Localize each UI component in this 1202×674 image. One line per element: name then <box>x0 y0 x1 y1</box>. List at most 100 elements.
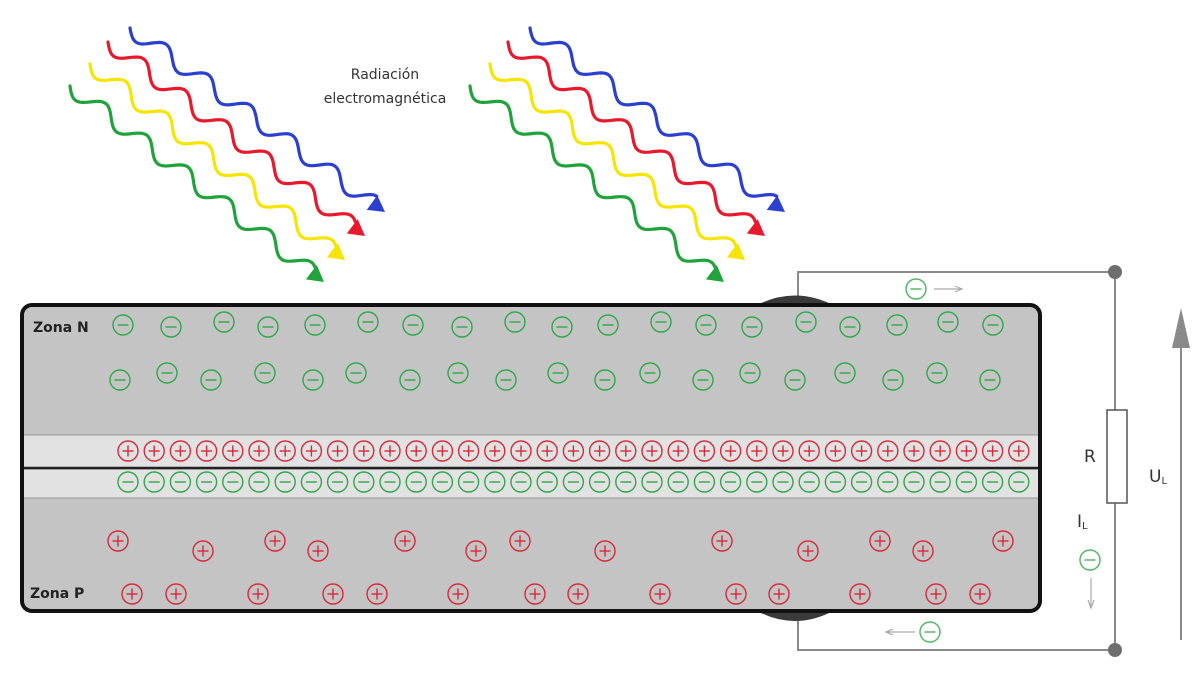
charge-circle <box>692 369 714 391</box>
charge-circle <box>929 440 951 462</box>
hole <box>711 530 733 552</box>
electron <box>839 316 861 338</box>
electron <box>886 314 908 336</box>
electron <box>784 369 806 391</box>
zone-p-label: Zona P <box>30 586 85 602</box>
hole <box>912 540 934 562</box>
electron <box>695 314 717 336</box>
charge-circle <box>509 530 531 552</box>
fixed-positive-ion <box>719 440 742 462</box>
fixed-negative-ion <box>667 471 689 493</box>
fixed-positive-ion <box>746 440 768 462</box>
fixed-negative-ion <box>1008 471 1030 493</box>
electron <box>345 362 367 384</box>
charge-circle <box>746 471 768 493</box>
charge-circle <box>274 471 296 493</box>
fixed-positive-ion <box>300 440 323 462</box>
fixed-positive-ion <box>248 440 270 462</box>
fixed-positive-ion <box>667 440 689 462</box>
radiation-title-line1: Radiación <box>350 67 420 83</box>
fixed-positive-ion <box>798 440 820 462</box>
charge-circle <box>693 440 716 462</box>
charge-circle <box>107 530 129 552</box>
charge-circle <box>641 471 663 493</box>
hole <box>524 583 546 605</box>
red-ray-wave <box>506 40 757 224</box>
electron <box>156 362 178 384</box>
charge-circle <box>222 471 244 493</box>
charge-circle <box>912 540 934 562</box>
charge-circle <box>877 440 899 462</box>
fixed-negative-ion <box>903 471 925 493</box>
charge-circle <box>484 440 506 462</box>
terminal-bottom <box>1108 643 1122 657</box>
fixed-positive-ion <box>484 440 506 462</box>
charge-circle <box>302 369 324 391</box>
charge-circle <box>639 362 661 384</box>
electron <box>551 316 573 338</box>
charge-circle <box>1008 471 1030 493</box>
charge-circle <box>431 440 454 462</box>
charge-circle <box>839 316 861 338</box>
charge-circle <box>300 440 323 462</box>
fixed-negative-ion <box>248 471 270 493</box>
electron <box>926 362 948 384</box>
fixed-negative-ion <box>824 471 847 493</box>
fixed-positive-ion <box>353 440 375 462</box>
hole <box>969 583 991 605</box>
electron <box>112 314 134 336</box>
hole <box>394 530 416 552</box>
blue-ray-arrowhead-icon <box>766 195 785 212</box>
charge-circle <box>248 471 270 493</box>
fixed-negative-ion <box>169 471 192 493</box>
fixed-negative-ion <box>484 471 506 493</box>
resistor-label: R <box>1084 447 1096 467</box>
charge-circle <box>394 530 416 552</box>
charge-circle <box>955 471 978 493</box>
charge-circle <box>869 530 891 552</box>
charge-circle <box>562 471 585 493</box>
fixed-positive-ion <box>772 440 794 462</box>
fixed-positive-ion <box>824 440 847 462</box>
electron <box>451 316 473 338</box>
charge-circle <box>399 369 421 391</box>
fixed-negative-ion <box>772 471 794 493</box>
charge-circle <box>719 440 742 462</box>
charge-circle <box>547 362 569 384</box>
charge-circle <box>169 471 192 493</box>
charge-circle <box>322 583 344 605</box>
hole <box>264 530 286 552</box>
charge-circle <box>562 440 585 462</box>
hole <box>925 583 947 605</box>
charge-circle <box>1079 549 1101 571</box>
hole <box>247 583 269 605</box>
fixed-negative-ion <box>562 471 585 493</box>
fixed-positive-ion <box>169 440 192 462</box>
charge-circle <box>143 471 165 493</box>
charge-circle <box>117 471 139 493</box>
red-ray-arrowhead-icon <box>746 219 765 236</box>
charge-circle <box>877 471 899 493</box>
radiation-title-line2: electromagnética <box>323 91 447 107</box>
fixed-negative-ion <box>981 471 1004 493</box>
charge-circle <box>510 471 532 493</box>
charge-circle <box>739 362 761 384</box>
charge-circle <box>304 314 326 336</box>
voltage-symbol: U <box>1149 467 1162 487</box>
charge-circle <box>594 369 616 391</box>
electron <box>304 314 326 336</box>
voltage-subscript: L <box>1161 476 1168 487</box>
fixed-negative-ion <box>274 471 296 493</box>
charge-circle <box>551 316 573 338</box>
charge-circle <box>667 471 689 493</box>
yellow-ray-arrowhead-icon <box>326 243 345 260</box>
fixed-negative-ion <box>326 471 349 493</box>
current-label: IL <box>1077 512 1088 532</box>
hole <box>447 583 469 605</box>
fixed-positive-ion <box>693 440 716 462</box>
charge-circle <box>524 583 546 605</box>
charge-circle <box>741 316 763 338</box>
electron <box>504 311 526 333</box>
charge-circle <box>257 316 279 338</box>
